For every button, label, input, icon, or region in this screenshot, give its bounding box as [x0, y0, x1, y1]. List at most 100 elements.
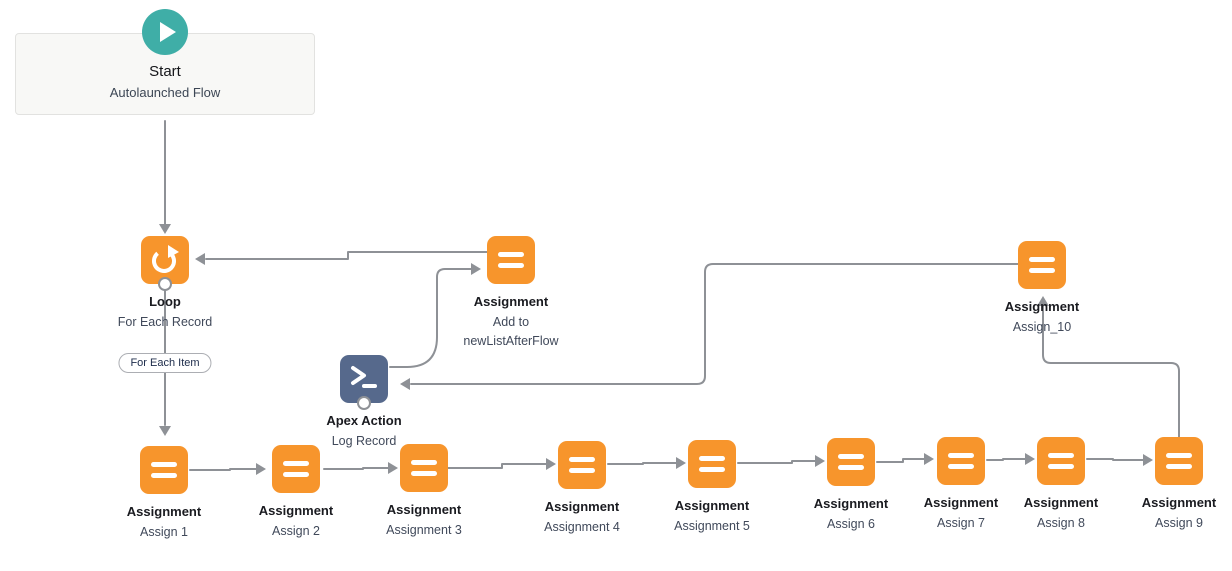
- assignment-type-label: Assignment: [1141, 495, 1217, 510]
- arrowhead-icon: [471, 263, 481, 275]
- assignment-node-8[interactable]: Assignment Assign 8: [996, 437, 1126, 533]
- terminal-prompt-icon[interactable]: [340, 355, 388, 410]
- play-icon[interactable]: [142, 9, 188, 55]
- equals-glyph: [948, 453, 974, 469]
- connector-port-circle[interactable]: [357, 396, 371, 410]
- connector-label-for-each-item[interactable]: For Each Item: [118, 353, 212, 373]
- assignment-name-label: Assignment 4: [544, 520, 620, 534]
- connector-apex-to-addto[interactable]: [389, 268, 472, 368]
- assignment-type-label: Assignment: [473, 294, 549, 309]
- arrowhead-icon: [1025, 453, 1035, 465]
- assignment-name-label: Assign_10: [1012, 320, 1072, 334]
- assignment-name-label: Assign 9: [1155, 516, 1203, 530]
- assignment-type-label: Assignment: [126, 504, 202, 519]
- arrowhead-icon: [159, 426, 171, 436]
- arrowhead-icon: [1037, 296, 1049, 306]
- arrowhead-icon: [1143, 454, 1153, 466]
- equals-bars-icon[interactable]: [1155, 437, 1203, 485]
- assignment-node-5[interactable]: Assignment Assignment 5: [647, 440, 777, 536]
- assignment-type-label: Assignment: [1023, 495, 1099, 510]
- arrowhead-icon: [388, 462, 398, 474]
- connector-assign2-to-assign3[interactable]: [323, 467, 389, 470]
- assignment-node-6[interactable]: Assignment Assign 6: [786, 438, 916, 534]
- equals-glyph: [699, 456, 725, 472]
- equals-bars-icon[interactable]: [1037, 437, 1085, 485]
- assignment-name-label: Assign 2: [272, 524, 320, 538]
- equals-bars-icon[interactable]: [487, 236, 535, 284]
- equals-bars-icon[interactable]: [688, 440, 736, 488]
- connector-addto-to-loop[interactable]: [205, 251, 488, 260]
- connector-assign1-to-assign2[interactable]: [189, 468, 257, 471]
- arrowhead-icon: [546, 458, 556, 470]
- assignment-name-label: Assign 6: [827, 517, 875, 531]
- arrowhead-icon: [256, 463, 266, 475]
- equals-bars-icon[interactable]: [558, 441, 606, 489]
- loop-arrow-icon[interactable]: [141, 236, 189, 291]
- arrowhead-icon: [400, 378, 410, 390]
- assignment-name-label: Assignment 5: [674, 519, 750, 533]
- equals-glyph: [838, 454, 864, 470]
- connector-assign10-to-apex[interactable]: [410, 263, 1019, 385]
- assignment-node-2[interactable]: Assignment Assign 2: [231, 445, 361, 541]
- connector-assign9-to-assign10[interactable]: [1042, 305, 1180, 438]
- equals-bars-icon[interactable]: [400, 444, 448, 492]
- play-triangle: [160, 22, 176, 42]
- apex-type-label: Apex Action: [326, 413, 402, 428]
- arrowhead-icon: [676, 457, 686, 469]
- arrowhead-icon: [195, 253, 205, 265]
- arrowhead-icon: [159, 224, 171, 234]
- equals-glyph: [498, 252, 524, 268]
- assignment-name-line2: newListAfterFlow: [463, 334, 559, 348]
- connector-port-circle[interactable]: [158, 277, 172, 291]
- connector-assign3-to-assign4[interactable]: [447, 463, 547, 469]
- assignment-name-label: Assignment 3: [386, 523, 462, 537]
- connector-assign6-to-assign7[interactable]: [876, 458, 925, 463]
- start-node[interactable]: Start Autolaunched Flow: [15, 9, 315, 115]
- loop-glyph: [152, 245, 179, 273]
- equals-glyph: [283, 461, 309, 477]
- loop-name-label: For Each Record: [117, 315, 213, 329]
- assignment-node-4[interactable]: Assignment Assignment 4: [517, 441, 647, 537]
- equals-glyph: [1048, 453, 1074, 469]
- equals-glyph: [411, 460, 437, 476]
- apex-name-label: Log Record: [331, 434, 397, 448]
- assignment-type-label: Assignment: [258, 503, 334, 518]
- start-subtitle: Autolaunched Flow: [109, 85, 221, 100]
- connector-assign8-to-assign9[interactable]: [1086, 458, 1144, 461]
- connector-assign4-to-assign5[interactable]: [607, 462, 677, 465]
- assignment-type-label: Assignment: [386, 502, 462, 517]
- equals-glyph: [151, 462, 177, 478]
- assignment-type-label: Assignment: [813, 496, 889, 511]
- assignment-node-9[interactable]: Assignment Assign 9: [1114, 437, 1232, 533]
- assignment-addto-node[interactable]: Assignment Add to newListAfterFlow: [446, 236, 576, 351]
- assignment-node-7[interactable]: Assignment Assign 7: [896, 437, 1026, 533]
- assignment-type-label: Assignment: [544, 499, 620, 514]
- assignment-type-label: Assignment: [674, 498, 750, 513]
- assignment-type-label: Assignment: [1004, 299, 1080, 314]
- apex-action-node[interactable]: Apex Action Log Record: [299, 355, 429, 451]
- equals-bars-icon[interactable]: [1018, 241, 1066, 289]
- connector-assign5-to-assign6[interactable]: [737, 460, 816, 464]
- loop-node[interactable]: Loop For Each Record: [100, 236, 230, 332]
- assignment-name-line1: Add to: [492, 315, 530, 329]
- connector-assign7-to-assign8[interactable]: [986, 458, 1026, 461]
- equals-bars-icon[interactable]: [272, 445, 320, 493]
- equals-bars-icon[interactable]: [827, 438, 875, 486]
- assignment-10-node[interactable]: Assignment Assign_10: [977, 241, 1107, 337]
- assignment-node-3[interactable]: Assignment Assignment 3: [359, 444, 489, 540]
- equals-bars-icon[interactable]: [937, 437, 985, 485]
- equals-glyph: [1029, 257, 1055, 273]
- equals-bars-icon[interactable]: [140, 446, 188, 494]
- equals-glyph: [1166, 453, 1192, 469]
- loop-type-label: Loop: [149, 294, 181, 309]
- equals-glyph: [569, 457, 595, 473]
- assignment-name-label: Assign 1: [140, 525, 188, 539]
- start-title: Start: [149, 63, 181, 80]
- terminal-glyph: [351, 366, 377, 388]
- arrowhead-icon: [924, 453, 934, 465]
- assignment-name-label: Assign 7: [937, 516, 985, 530]
- assignment-node-1[interactable]: Assignment Assign 1: [99, 446, 229, 542]
- assignment-type-label: Assignment: [923, 495, 999, 510]
